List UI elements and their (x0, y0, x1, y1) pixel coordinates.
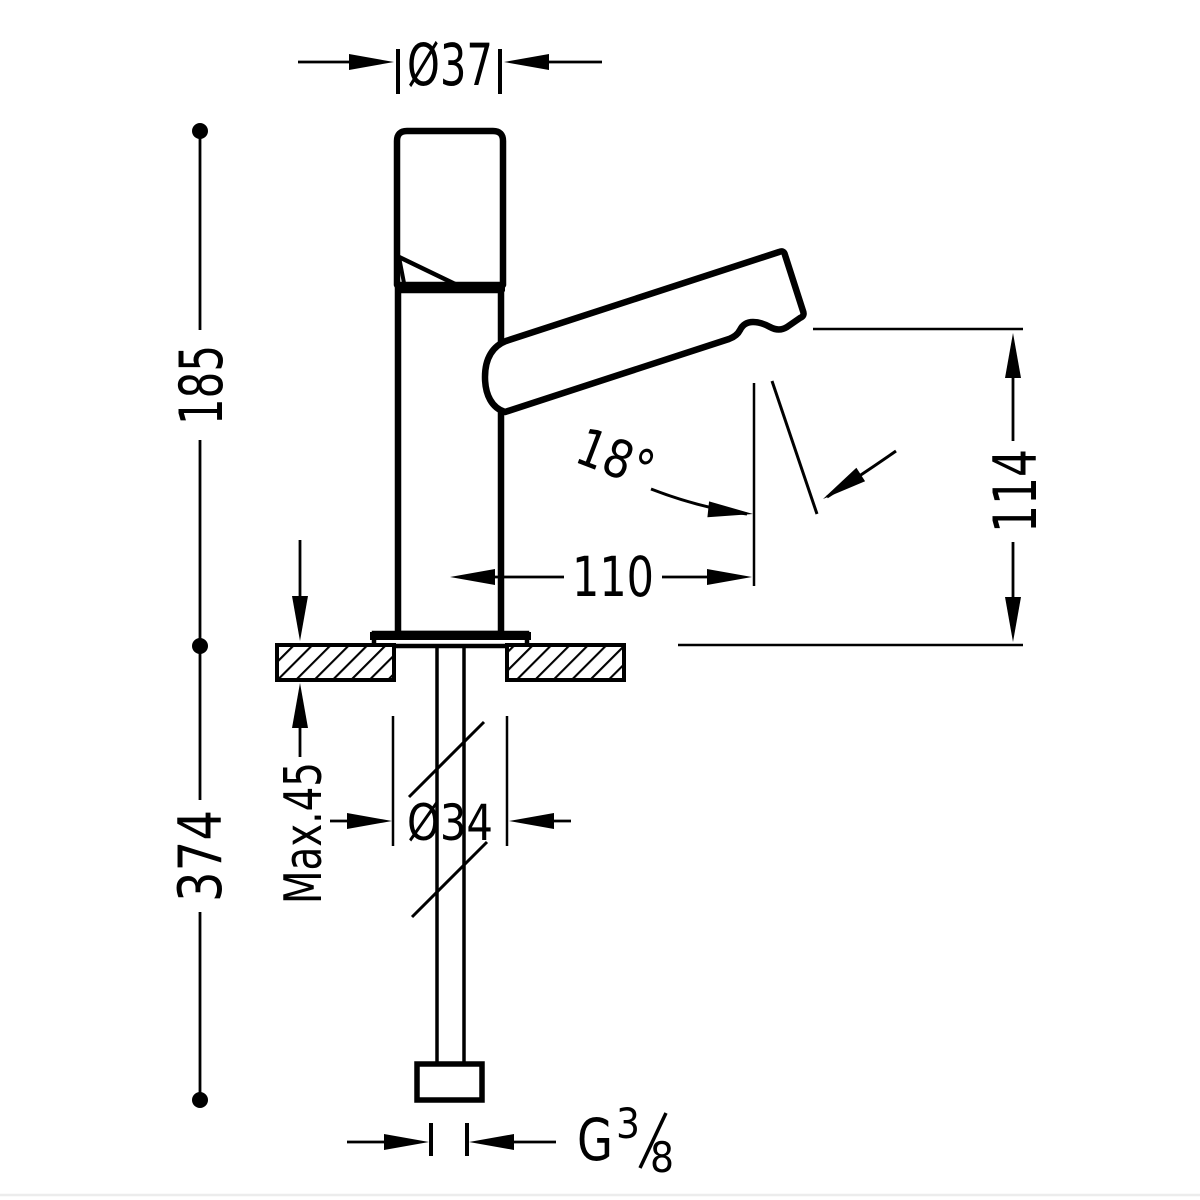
stream-leader-arrowhead (823, 467, 866, 499)
arrowhead-left (469, 1134, 514, 1150)
spout-reach-label: 110 (572, 545, 654, 609)
arrowhead-up (1005, 333, 1021, 378)
faucet-handle (393, 127, 507, 289)
thread-denominator-label: 8 (650, 1133, 674, 1182)
max-deck-thickness-label: Max.45 (274, 762, 334, 904)
arrowhead-up (292, 683, 308, 728)
arrowhead-right (349, 54, 394, 70)
arrowhead-right (347, 813, 392, 829)
arrowhead-right (707, 569, 752, 585)
mounting-deck-right (505, 643, 626, 682)
pipe-break-mark-upper (407, 720, 486, 799)
dim-endpoint-dot-deck (192, 638, 208, 654)
angle-leader-arrowhead (707, 501, 753, 518)
handle-diameter-label: Ø37 (407, 31, 493, 99)
handle-lever-notch (397, 255, 406, 285)
thread-prefix-label: G (577, 1106, 613, 1174)
dim-endpoint-dot-bottom (192, 1092, 208, 1108)
dim-hole-diameter: Ø34 (330, 716, 571, 852)
outlet-height-label: 114 (981, 449, 1051, 533)
dim-height-above-deck: 185 (167, 123, 237, 654)
depth-below-deck-label: 374 (166, 810, 236, 902)
hole-diameter-label: Ø34 (407, 794, 493, 852)
faucet-outline (275, 127, 807, 1103)
dim-spout-reach: 110 (450, 545, 752, 609)
thread-numerator-label: 3 (616, 1099, 640, 1148)
faucet-spout (481, 248, 807, 416)
arrowhead-right (384, 1134, 429, 1150)
pipe-break-mark-lower (410, 840, 489, 919)
height-above-deck-label: 185 (167, 345, 237, 425)
fraction-slash (638, 1112, 668, 1169)
dim-max-deck-thickness: Max.45 (274, 540, 334, 904)
dim-handle-diameter: Ø37 (298, 31, 602, 99)
arrowhead-left (450, 569, 495, 585)
dim-endpoint-dot-top (192, 123, 208, 139)
mounting-deck-left (275, 643, 396, 682)
arrowhead-left (504, 54, 549, 70)
dim-outlet-height: 114 (678, 327, 1051, 647)
stream-angle-line (770, 380, 819, 515)
arrowhead-left (509, 813, 554, 829)
dim-thread-size: G 3 8 (347, 1099, 674, 1182)
dim-depth-below-deck: 374 (166, 652, 236, 1108)
connection-nut (414, 1061, 485, 1103)
arrowhead-down (292, 596, 308, 641)
handle-lever-edge (396, 254, 458, 287)
arrowhead-down (1005, 597, 1021, 642)
spout-angle-label: 18° (568, 417, 662, 501)
